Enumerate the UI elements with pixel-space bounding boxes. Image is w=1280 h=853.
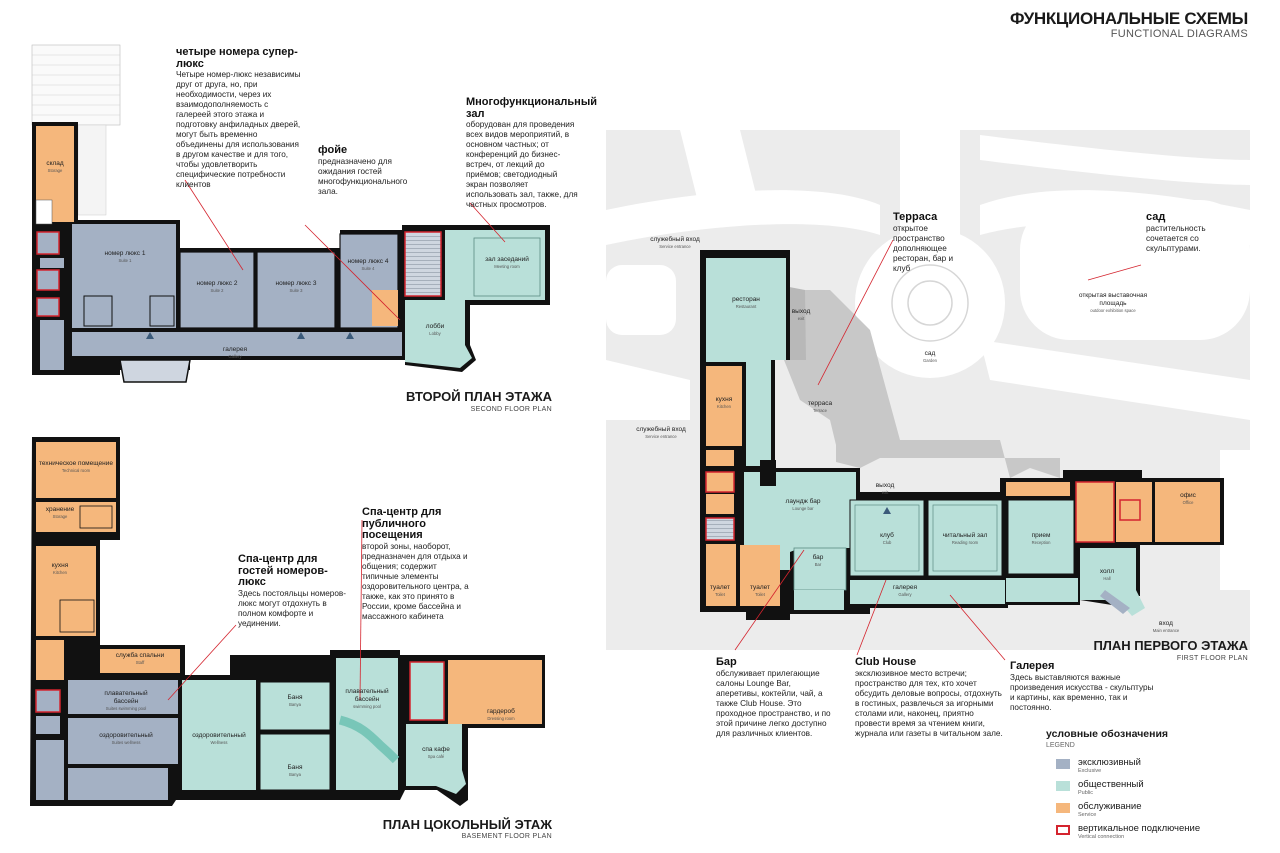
legend-swatch-service (1056, 803, 1070, 813)
bs-wellness (182, 680, 256, 790)
ff-office (1155, 482, 1220, 542)
ff-reception (1007, 499, 1075, 575)
ff-bar (793, 547, 847, 591)
bs-wardrobe (448, 660, 542, 724)
bs-banya-2 (259, 733, 331, 791)
basement-title: ПЛАН ЦОКОЛЬНЫЙ ЭТАЖ (382, 817, 552, 832)
legend-swatch-exclusive (1056, 759, 1070, 769)
sf-suite-3 (256, 251, 336, 329)
basement-plan (30, 437, 545, 806)
legend-title: условные обозначения (1046, 728, 1169, 740)
sf-suite-2 (179, 251, 255, 329)
bs-spa-cafe (406, 724, 466, 794)
ff-kitchen (706, 366, 742, 446)
first-floor-plan (606, 130, 1250, 661)
first-floor-title: ПЛАН ПЕРВОГО ЭТАЖА (1093, 638, 1248, 653)
ff-terrace-area (784, 290, 1060, 478)
bs-suites-pool (68, 680, 178, 714)
bs-suites-wellness (68, 718, 178, 764)
legend-swatch-public (1056, 781, 1070, 791)
bs-staff (100, 649, 180, 673)
sf-meeting-room (445, 230, 545, 300)
second-floor-plan (31, 44, 550, 383)
sf-lobby (405, 300, 472, 368)
page-title: ФУНКЦИОНАЛЬНЫЕ СХЕМЫ (1010, 9, 1248, 28)
ff-gallery (850, 580, 1005, 604)
ff-toilet-1 (706, 544, 736, 606)
bs-technical-room (36, 442, 116, 498)
bs-banya-1 (259, 681, 331, 731)
legend-subtitle: LEGEND (1046, 742, 1075, 749)
ff-toilet-2 (740, 545, 780, 606)
ff-reading-room (927, 499, 1003, 577)
sf-gallery (72, 332, 402, 356)
ff-restaurant (706, 258, 786, 466)
page-subtitle: FUNCTIONAL DIAGRAMS (1110, 28, 1248, 40)
legend-swatch-vertical (1056, 825, 1070, 835)
second-floor-title: ВТОРОЙ ПЛАН ЭТАЖА (406, 389, 552, 404)
basement-subtitle: BASEMENT FLOOR PLAN (461, 833, 552, 840)
second-floor-subtitle: SECOND FLOOR PLAN (470, 406, 552, 413)
ff-hall (1080, 548, 1145, 616)
first-floor-subtitle: FIRST FLOOR PLAN (1176, 655, 1248, 662)
